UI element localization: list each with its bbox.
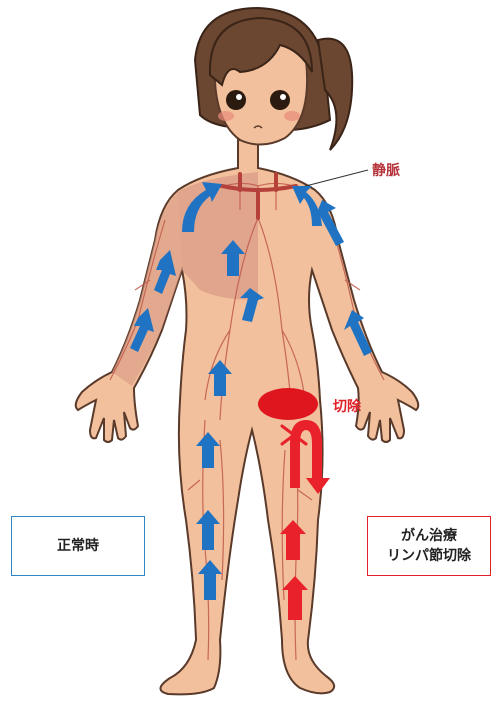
normal-label-box: 正常時 xyxy=(11,516,145,576)
left-cheek xyxy=(218,111,234,121)
red-ellipse-icon xyxy=(258,388,318,420)
shaded-arm xyxy=(112,192,182,386)
left-eye xyxy=(226,90,246,110)
vein-pointer xyxy=(298,170,368,188)
treated-label-box: がん治療 リンパ節切除 xyxy=(367,516,491,576)
excision-label: 切除 xyxy=(333,396,361,416)
right-eye xyxy=(270,90,290,110)
normal-label: 正常時 xyxy=(57,536,99,556)
treated-label-line1: がん治療 xyxy=(401,526,457,546)
treated-label-line2: リンパ節切除 xyxy=(387,546,471,566)
right-cheek xyxy=(284,111,300,121)
vein-label: 静脈 xyxy=(372,160,400,180)
